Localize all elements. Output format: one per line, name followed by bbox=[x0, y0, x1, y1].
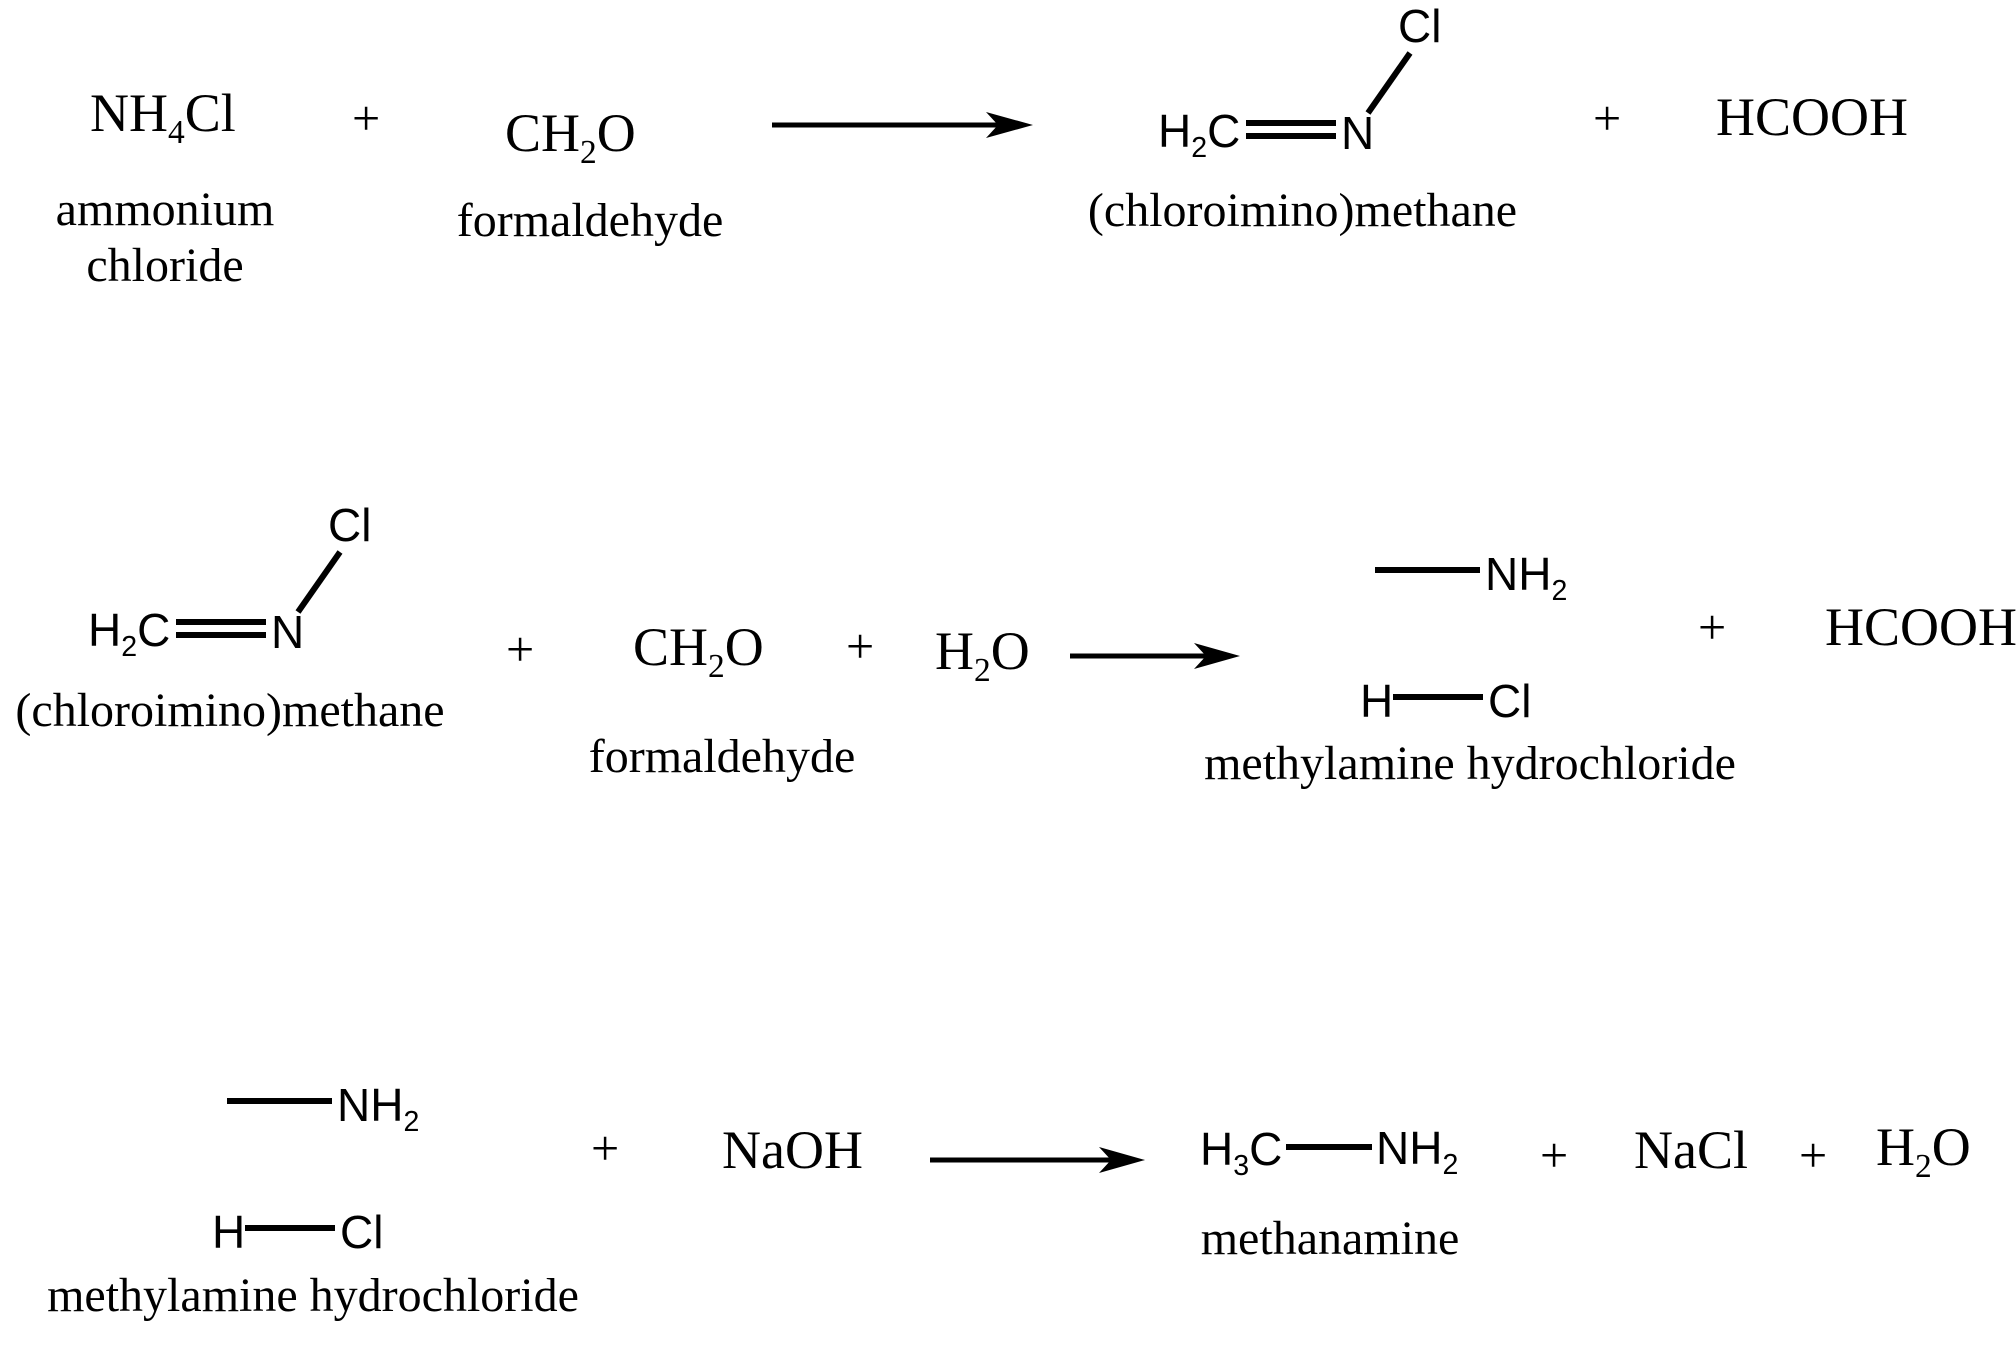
diagonal-bond bbox=[1365, 51, 1413, 115]
diagonal-bond bbox=[295, 550, 343, 614]
formula-subscript: 2 bbox=[1915, 1147, 1932, 1185]
atom-part: C bbox=[1207, 105, 1241, 157]
atom-part: H bbox=[1158, 105, 1192, 157]
atom-h3c: H3C bbox=[1200, 1126, 1282, 1181]
atom-n: N bbox=[271, 606, 305, 658]
atom-cl: Cl bbox=[328, 499, 372, 551]
atom-subscript: 3 bbox=[1233, 1150, 1250, 1183]
formula-h2o: H2O bbox=[1876, 1120, 1971, 1183]
atom-part: NH bbox=[1485, 548, 1552, 600]
formula-hcooh: HCOOH bbox=[1716, 87, 1909, 147]
atom-nh2: NH2 bbox=[337, 1082, 419, 1137]
single-bond bbox=[227, 1098, 332, 1104]
atom-h: H bbox=[1360, 675, 1394, 727]
atom-part: H bbox=[1200, 1123, 1234, 1175]
formula-naoh: NaOH bbox=[722, 1120, 863, 1180]
formula-part: CH bbox=[505, 103, 581, 163]
label-chloroiminomethane: (chloroimino)methane bbox=[1087, 184, 1518, 237]
plus-sign: + bbox=[1540, 1127, 1569, 1183]
formula-h2o: H2O bbox=[935, 624, 1030, 687]
atom-h2c: H2C bbox=[1158, 108, 1240, 163]
structure-chloroiminomethane: H2C N Cl bbox=[88, 502, 388, 672]
atom-cl: Cl bbox=[1488, 675, 1532, 727]
structure-methanamine: H3C NH2 bbox=[1200, 1123, 1460, 1181]
formula-ch2o: CH2O bbox=[505, 106, 636, 169]
atom-subscript: 2 bbox=[1551, 575, 1568, 608]
atom-nh2: NH2 bbox=[1376, 1125, 1458, 1180]
plus-sign: + bbox=[1698, 599, 1727, 655]
single-bond bbox=[245, 1225, 335, 1231]
plus-sign: + bbox=[846, 618, 875, 674]
single-bond bbox=[1375, 567, 1480, 573]
formula-part: O bbox=[1931, 1117, 1971, 1177]
atom-h2c: H2C bbox=[88, 607, 170, 662]
formula-part: NH bbox=[90, 83, 168, 143]
double-bond bbox=[176, 619, 266, 638]
formula-nh4cl: NH4Cl bbox=[90, 86, 236, 149]
label-formaldehyde: formaldehyde bbox=[456, 194, 724, 247]
formula-subscript: 2 bbox=[708, 647, 725, 685]
label-formaldehyde: formaldehyde bbox=[588, 730, 856, 783]
formula-subscript: 2 bbox=[974, 651, 991, 689]
reaction-arrow bbox=[1070, 643, 1240, 669]
atom-nh2: NH2 bbox=[1485, 551, 1567, 606]
plus-sign: + bbox=[1593, 90, 1622, 146]
atom-subscript: 2 bbox=[121, 631, 138, 664]
atom-part: C bbox=[137, 604, 171, 656]
plus-sign: + bbox=[1799, 1127, 1828, 1183]
label-methanamine: methanamine bbox=[1200, 1212, 1460, 1265]
label-methylamine-hydrochloride: methylamine hydrochloride bbox=[47, 1269, 579, 1322]
atom-cl: Cl bbox=[340, 1206, 384, 1258]
formula-part: O bbox=[724, 617, 764, 677]
double-bond bbox=[1246, 120, 1336, 139]
atom-subscript: 2 bbox=[403, 1106, 420, 1139]
label-line: ammonium bbox=[55, 183, 275, 236]
structure-methylamine-hydrochloride: NH2 H Cl bbox=[1360, 543, 1575, 727]
formula-ch2o: CH2O bbox=[633, 620, 764, 683]
formula-part: H bbox=[1876, 1117, 1915, 1177]
atom-n: N bbox=[1341, 107, 1375, 159]
label-ammonium-chloride: ammonium chloride bbox=[30, 182, 300, 293]
atom-cl: Cl bbox=[1398, 0, 1442, 52]
plus-sign: + bbox=[352, 90, 381, 146]
label-line: chloride bbox=[86, 238, 244, 292]
label-methylamine-hydrochloride: methylamine hydrochloride bbox=[1204, 737, 1736, 790]
formula-subscript: 4 bbox=[168, 113, 185, 151]
atom-h: H bbox=[212, 1206, 246, 1258]
atom-subscript: 2 bbox=[1442, 1149, 1459, 1182]
formula-part: H bbox=[935, 621, 974, 681]
atom-subscript: 2 bbox=[1191, 132, 1208, 165]
label-chloroiminomethane: (chloroimino)methane bbox=[15, 684, 445, 737]
structure-chloroiminomethane: H2C N Cl bbox=[1158, 3, 1458, 173]
atom-part: H bbox=[88, 604, 122, 656]
plus-sign: + bbox=[591, 1120, 620, 1176]
atom-part: NH bbox=[1376, 1122, 1443, 1174]
formula-part: CH bbox=[633, 617, 709, 677]
formula-hcooh: HCOOH bbox=[1825, 597, 2016, 657]
formula-nacl: NaCl bbox=[1634, 1120, 1748, 1180]
plus-sign: + bbox=[506, 621, 535, 677]
reaction-arrow bbox=[930, 1147, 1145, 1173]
formula-part: O bbox=[990, 621, 1030, 681]
single-bond bbox=[1393, 694, 1483, 700]
formula-subscript: 2 bbox=[580, 133, 597, 171]
structure-methylamine-hydrochloride: NH2 H Cl bbox=[212, 1074, 427, 1258]
atom-part: NH bbox=[337, 1079, 404, 1131]
atom-part: C bbox=[1249, 1123, 1283, 1175]
reaction-arrow bbox=[772, 112, 1033, 138]
single-bond bbox=[1286, 1144, 1372, 1150]
formula-part: Cl bbox=[184, 83, 236, 143]
formula-part: O bbox=[596, 103, 636, 163]
